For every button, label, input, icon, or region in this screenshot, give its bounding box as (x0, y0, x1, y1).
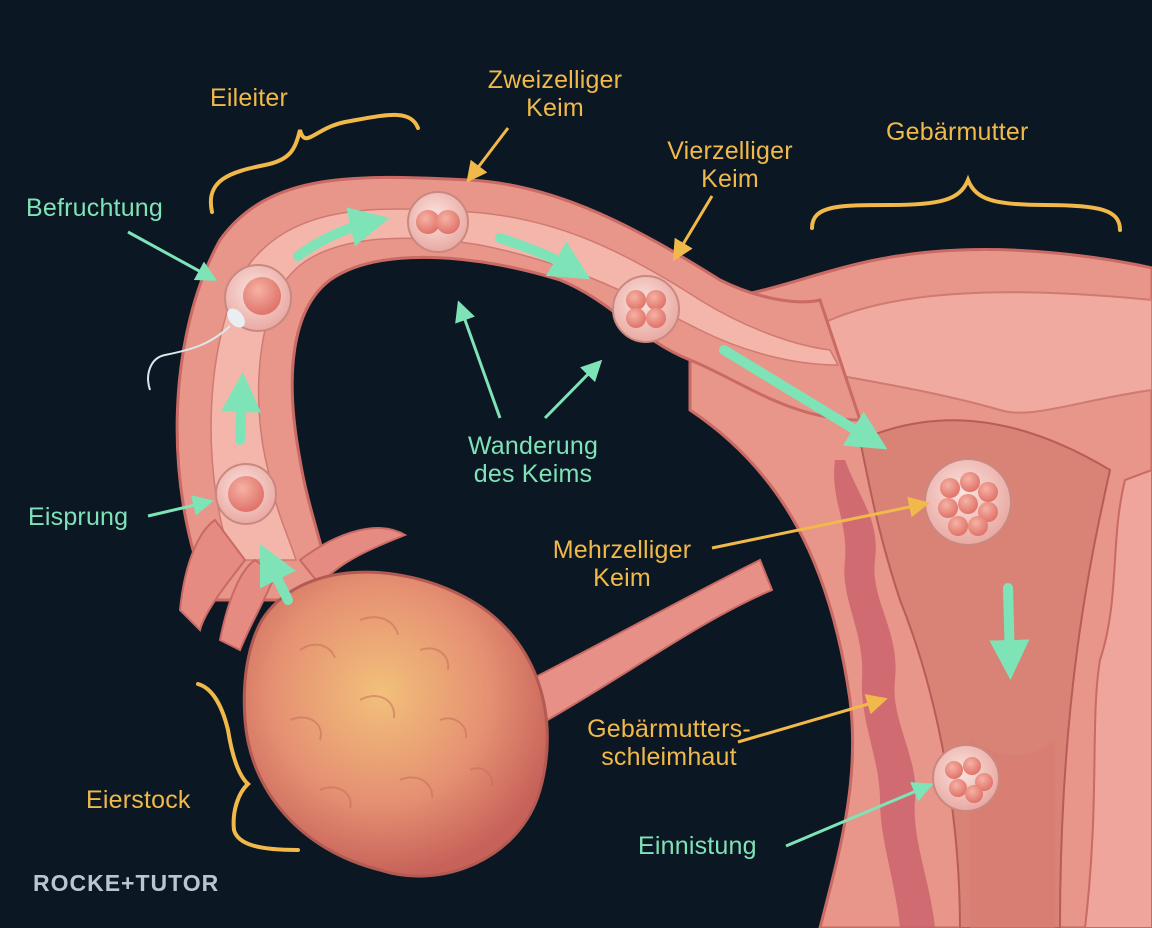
multi-cell-embryo (924, 458, 1012, 546)
process-arrow-egg-up (221, 372, 262, 445)
uterus-fundus-wall (809, 291, 1152, 414)
ovulated-egg (215, 463, 277, 525)
label-vierzelliger-keim: Vierzelliger Keim (667, 137, 793, 193)
pointer-mehrzelliger (711, 496, 930, 550)
brace-eierstock (196, 682, 300, 852)
brace-gebaermutter (810, 174, 1122, 232)
process-arrows (221, 207, 1030, 680)
label-zweizelliger-keim: Zweizelliger Keim (487, 66, 623, 122)
label-eisprung: Eisprung (28, 503, 129, 531)
rocketutor-logo: ROCKE+TUTOR (33, 870, 220, 896)
teal-label-pointers (127, 230, 934, 848)
pointer-wanderung-right (543, 359, 603, 420)
label-einnistung: Einnistung (638, 832, 757, 860)
endometrium-right (1083, 468, 1152, 928)
pointer-befruchtung (127, 230, 218, 281)
sperm-cell (147, 308, 245, 391)
pointer-schleimhaut (737, 694, 888, 744)
label-wanderung-des-keims: Wanderung des Keims (467, 432, 599, 488)
label-befruchtung: Befruchtung (26, 194, 164, 222)
label-mehrzelliger-keim: Mehrzelliger Keim (552, 536, 692, 592)
implanting-embryo (932, 744, 1000, 812)
pointer-vierzelliger (672, 195, 714, 262)
label-gebaermutter: Gebärmutter (886, 118, 1029, 146)
gold-label-pointers (466, 127, 930, 744)
label-eileiter: Eileiter (210, 84, 289, 112)
endometrium-left (834, 460, 935, 928)
pointer-einnistung (785, 782, 934, 848)
pointer-zweizelliger (466, 127, 510, 183)
label-gebaermutterschleimhaut: Gebärmutters- schleimhaut (587, 715, 751, 771)
fallopian-tube (175, 175, 863, 602)
gold-braces (196, 112, 1122, 852)
process-arrow-tube-1 (293, 207, 390, 261)
process-arrow-tube-2 (495, 233, 591, 280)
label-eierstock: Eierstock (86, 786, 191, 814)
brace-eileiter (208, 112, 420, 214)
ovary (242, 570, 549, 878)
process-arrow-down (989, 583, 1030, 680)
pointer-wanderung-left (455, 300, 502, 419)
process-arrow-ovary-to-egg (259, 543, 296, 605)
four-cell-embryo (612, 275, 680, 343)
two-cell-embryo (407, 191, 469, 253)
ovarian-ligament (508, 558, 774, 732)
pointer-eisprung (147, 495, 214, 518)
process-arrow-to-uterus (719, 345, 888, 450)
